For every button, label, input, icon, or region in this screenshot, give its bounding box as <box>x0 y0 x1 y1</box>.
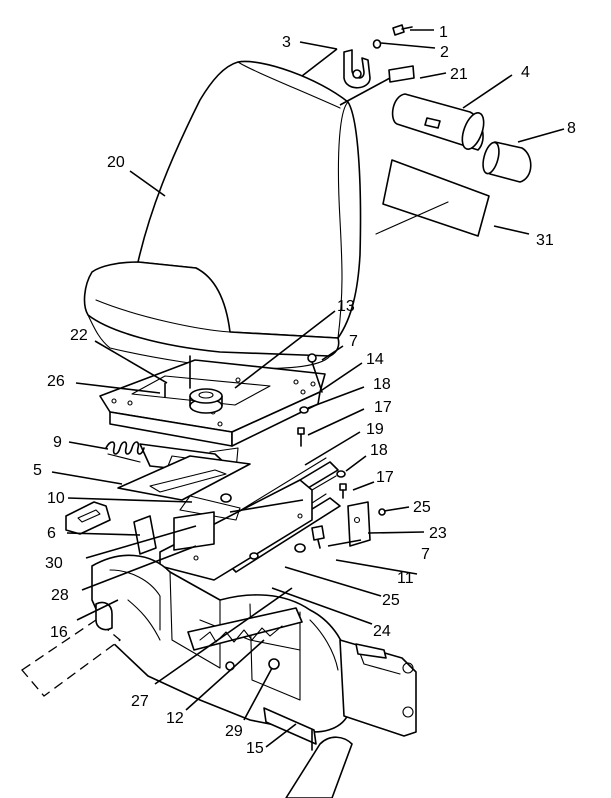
callout-7b: 7 <box>421 546 430 563</box>
callout-19: 19 <box>366 421 384 438</box>
callout-18a: 18 <box>373 376 391 393</box>
callout-8: 8 <box>567 120 576 137</box>
hardware-bolt-7b <box>311 525 325 549</box>
frame-tube-left <box>21 601 122 697</box>
callout-9: 9 <box>53 434 62 451</box>
callout-14: 14 <box>366 351 384 368</box>
callout-26: 26 <box>47 373 65 390</box>
armrest-decal <box>388 65 415 83</box>
callout-2: 2 <box>440 44 449 61</box>
hardware-nut-18b <box>336 470 346 478</box>
seat-spring <box>105 441 145 463</box>
callout-11: 11 <box>397 570 414 587</box>
callout-25a: 25 <box>413 499 431 516</box>
frame-pivot-bolt <box>225 658 280 671</box>
armrest-washer <box>372 39 382 49</box>
callout-labels: 1 2 3 21 4 8 20 31 13 22 7 14 26 18 17 9… <box>33 24 576 757</box>
callout-6: 6 <box>47 525 56 542</box>
armrest-screw <box>392 24 413 36</box>
callout-23: 23 <box>429 525 447 542</box>
callout-24: 24 <box>373 623 391 640</box>
armrest-end-cap <box>482 141 532 183</box>
seat-support-spring-plate <box>187 607 303 651</box>
callout-3: 3 <box>282 34 291 51</box>
callout-25b: 25 <box>382 592 400 609</box>
callout-29: 29 <box>225 723 243 740</box>
callout-5: 5 <box>33 462 42 479</box>
callout-27: 27 <box>131 693 149 710</box>
callout-21: 21 <box>450 66 468 83</box>
hardware-nut-18a <box>299 406 309 414</box>
callout-15: 15 <box>246 740 264 757</box>
frame-right-upright <box>339 639 417 737</box>
callout-10: 10 <box>47 490 65 507</box>
callout-12: 12 <box>166 710 184 727</box>
callout-4: 4 <box>521 64 530 81</box>
callout-16: 16 <box>50 624 68 641</box>
seat-cushion <box>83 60 362 370</box>
callout-17a: 17 <box>374 399 392 416</box>
mount-bracket-23 <box>347 501 371 547</box>
armrest-tube <box>391 93 485 151</box>
hardware-bolt-17a <box>297 427 305 447</box>
hardware-nut-10 <box>220 493 232 503</box>
hardware-bolt-17b <box>339 483 347 499</box>
seat-switch <box>189 388 223 414</box>
hardware-bolt-upper <box>307 353 323 393</box>
callout-30: 30 <box>45 555 63 572</box>
seat-mount-plate <box>117 455 251 501</box>
frame-rod-15 <box>263 707 317 751</box>
callout-22: 22 <box>70 327 88 344</box>
callout-13: 13 <box>337 298 355 315</box>
latch-rod <box>173 511 215 551</box>
leader-lines <box>51 29 565 748</box>
callout-1: 1 <box>439 24 448 41</box>
hardware-nut-25a <box>378 508 386 516</box>
callout-31: 31 <box>536 232 554 249</box>
isolator-mounts <box>249 543 306 560</box>
callout-20: 20 <box>107 154 125 171</box>
callout-7a: 7 <box>349 333 358 350</box>
callout-17b: 17 <box>376 469 394 486</box>
latch-bracket <box>65 501 111 535</box>
frame-tube-bottom <box>285 736 353 798</box>
callout-18b: 18 <box>370 442 388 459</box>
seat-decal <box>382 159 490 237</box>
callout-28: 28 <box>51 587 69 604</box>
armrest-bracket <box>343 49 371 89</box>
